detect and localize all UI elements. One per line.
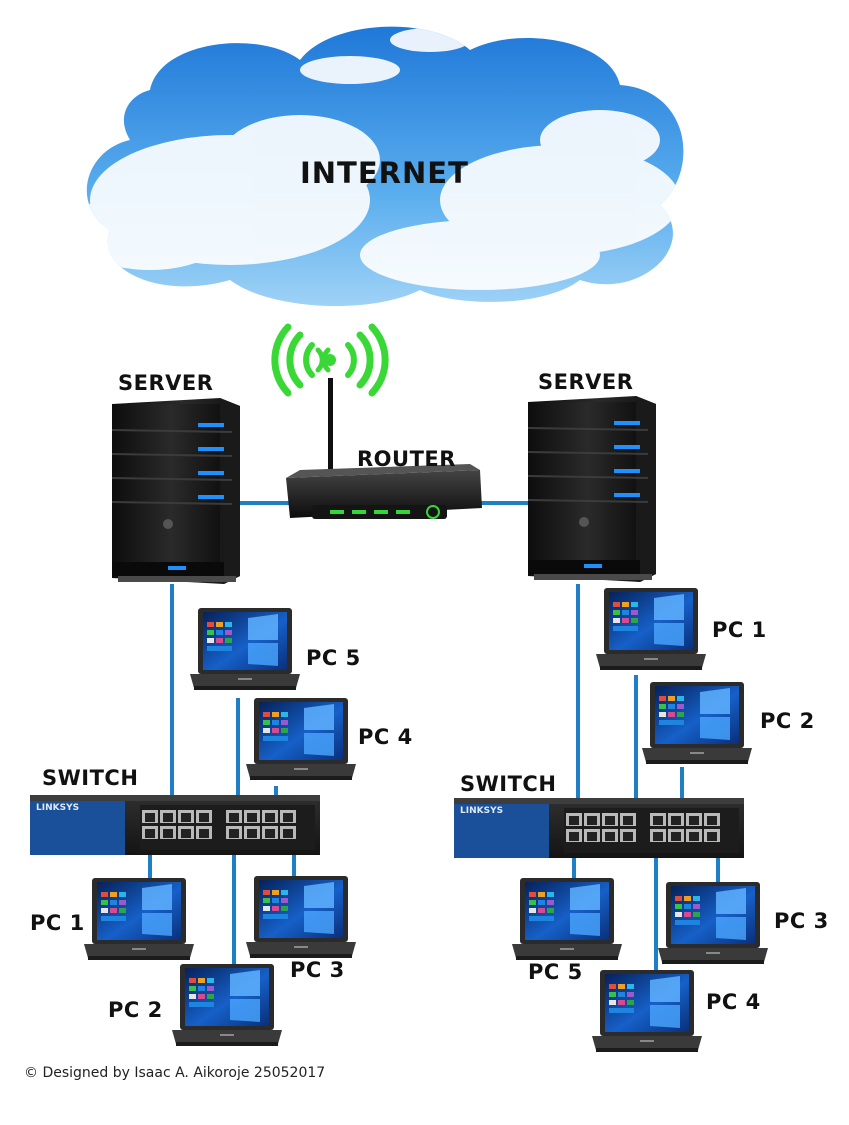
internet-label: INTERNET (300, 156, 469, 190)
right-pc3-label: PC 3 (774, 909, 829, 933)
left-pc4-laptop-icon (246, 698, 356, 780)
left-switch-brand: LINKSYS (36, 803, 79, 813)
right-pc4-label: PC 4 (706, 990, 761, 1014)
left-pc1-laptop-icon (84, 878, 194, 960)
internet-cloud (86, 26, 684, 307)
right-pc2-label: PC 2 (760, 709, 815, 733)
left-pc2-laptop-icon (172, 964, 282, 1046)
right-pc4-laptop-icon (592, 970, 702, 1052)
left-pc5-label: PC 5 (306, 646, 361, 670)
right-pc1-laptop-icon (596, 588, 706, 670)
right-server-label: SERVER (538, 370, 634, 394)
left-server-label: SERVER (118, 371, 214, 395)
credit-text: © Designed by Isaac A. Aikoroje 25052017 (24, 1065, 326, 1081)
router-icon (286, 378, 482, 519)
left-pc5-laptop-icon (190, 608, 300, 690)
left-pc3-laptop-icon (246, 876, 356, 958)
right-switch-icon: LINKSYS (454, 798, 744, 858)
left-pc3-label: PC 3 (290, 958, 345, 982)
left-pc1-label: PC 1 (30, 911, 85, 935)
left-server-icon (111, 397, 241, 585)
right-switch-brand: LINKSYS (460, 806, 503, 816)
wifi-signal-icon (271, 323, 389, 397)
left-pc4-label: PC 4 (358, 725, 413, 749)
right-switch-label: SWITCH (460, 772, 557, 796)
right-pc3-laptop-icon (658, 882, 768, 964)
router-label: ROUTER (357, 447, 456, 471)
left-switch-label: SWITCH (42, 766, 139, 790)
right-server-icon (527, 395, 657, 583)
right-pc1-label: PC 1 (712, 618, 767, 642)
right-pc5-laptop-icon (512, 878, 622, 960)
right-pc2-laptop-icon (642, 682, 752, 764)
left-switch-icon: LINKSYS (30, 795, 320, 855)
right-pc5-label: PC 5 (528, 960, 583, 984)
left-pc2-label: PC 2 (108, 998, 163, 1022)
left-cables (148, 584, 296, 965)
